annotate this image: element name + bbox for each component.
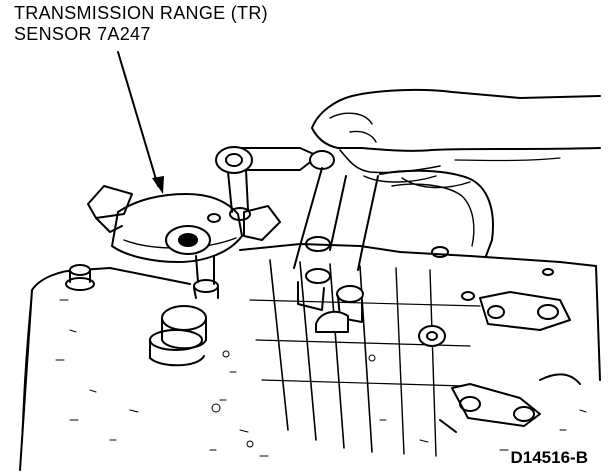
shift-linkage xyxy=(439,291,581,433)
breather-cap-icon xyxy=(149,305,207,367)
shading-marks xyxy=(55,299,587,457)
callout-label-line1: TRANSMISSION RANGE (TR) xyxy=(14,3,268,23)
callout-arrow xyxy=(117,51,164,194)
hand-icon xyxy=(311,88,601,189)
tr-sensor xyxy=(87,185,281,299)
callout-label-line2: SENSOR 7A247 xyxy=(14,24,151,44)
figure-code: D14516-B xyxy=(510,448,589,467)
transmission-case xyxy=(19,167,601,471)
wrench-icon xyxy=(215,146,335,221)
bolt-icon xyxy=(65,264,95,291)
